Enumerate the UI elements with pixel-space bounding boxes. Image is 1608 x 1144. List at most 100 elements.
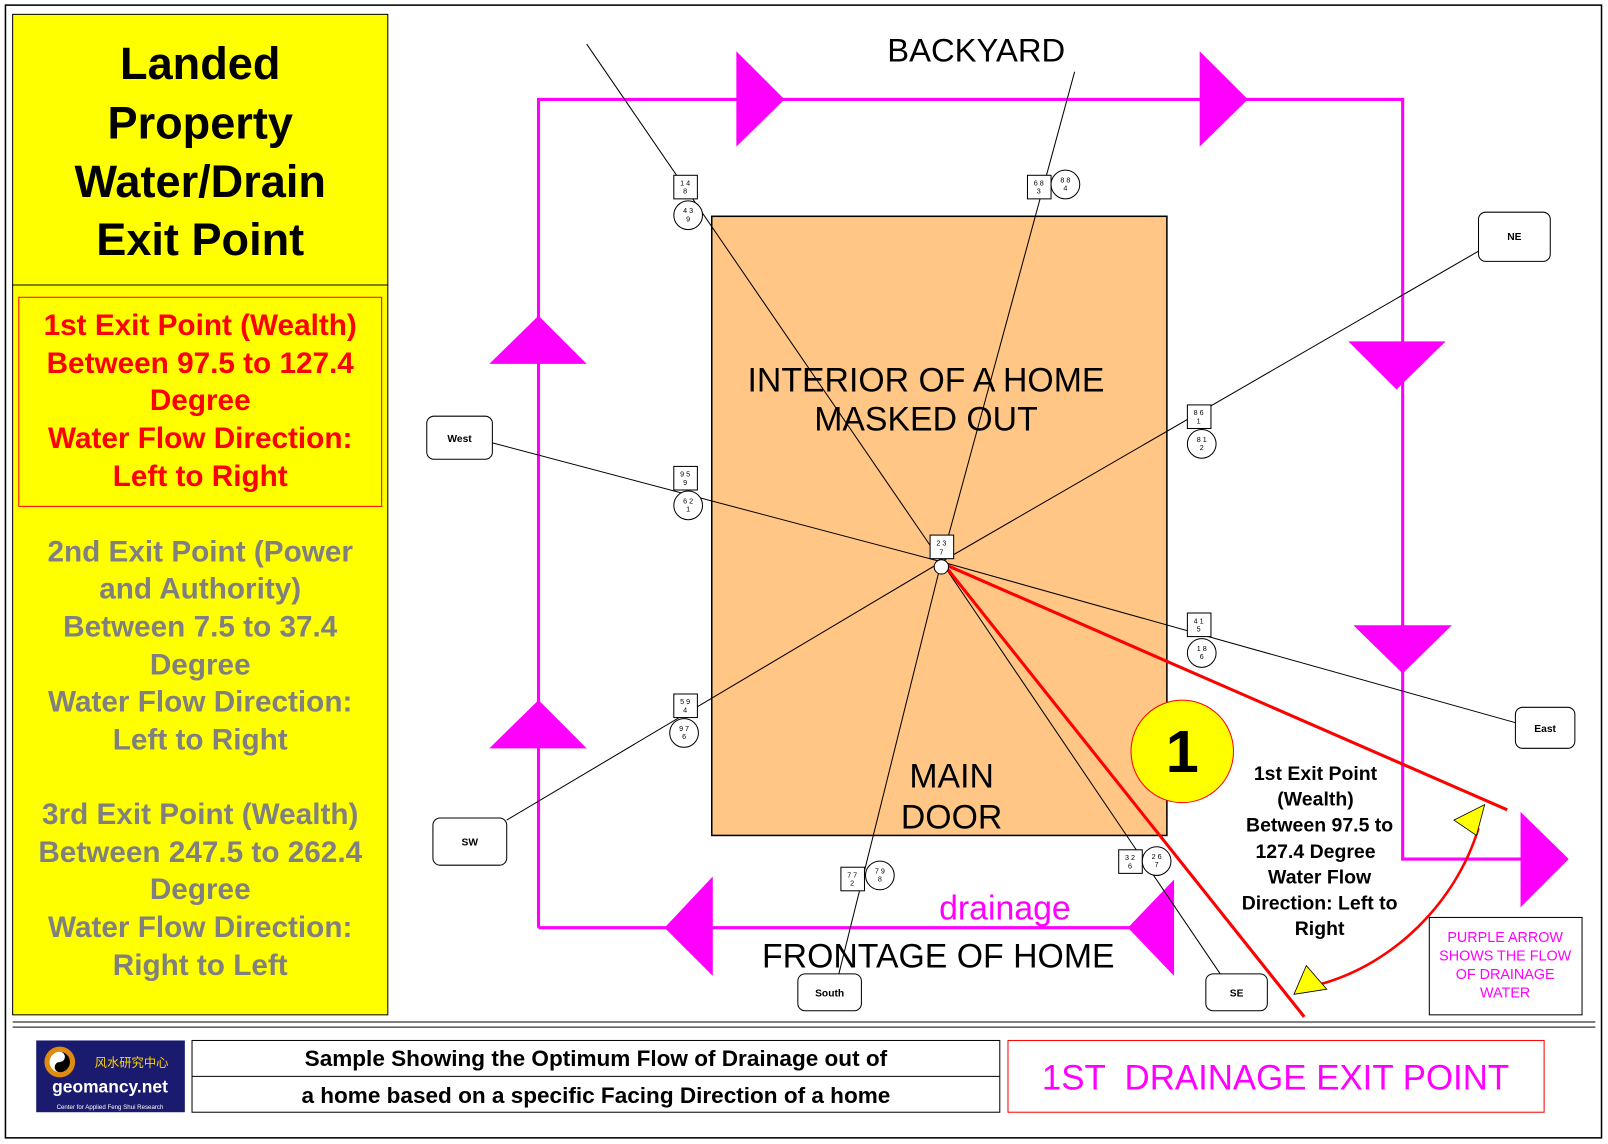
svg-text:1: 1 — [1197, 417, 1201, 425]
svg-text:5: 5 — [1197, 625, 1201, 633]
svg-text:3 2: 3 2 — [1125, 854, 1135, 862]
interior-label: MASKED OUT — [814, 401, 1038, 439]
drainage-label: drainage — [939, 890, 1071, 928]
direction-west: West — [447, 434, 472, 445]
svg-text:1 4: 1 4 — [680, 180, 690, 188]
direction-east: East — [1534, 724, 1556, 735]
svg-text:7: 7 — [939, 549, 943, 557]
exit-note-line: Direction: Left to — [1242, 892, 1398, 914]
direction-lines — [492, 43, 1516, 975]
exit-note-line: Between 97.5 to — [1246, 814, 1393, 836]
panel-title: Landed Property Water/Drain Exit Point — [75, 38, 326, 265]
svg-text:7 7: 7 7 — [847, 871, 857, 879]
exit3-line: Between 247.5 to 262.4 — [38, 836, 362, 869]
arrow-left-icon — [1127, 879, 1175, 976]
svg-text:2 6: 2 6 — [1152, 853, 1162, 861]
arrow-right-icon — [1199, 51, 1248, 147]
flying-star-charts: 1 48 4 39 6 83 8 84 8 61 8 12 9 59 6 21 … — [669, 169, 1217, 892]
svg-text:4: 4 — [683, 706, 687, 714]
star-square-w: 9 59 — [673, 465, 698, 491]
svg-text:8: 8 — [878, 876, 882, 884]
svg-text:8 6: 8 6 — [1194, 409, 1204, 417]
arrow-right-icon — [1520, 811, 1569, 908]
star-circle-sw: 9 76 — [669, 718, 699, 748]
svg-text:2: 2 — [850, 880, 854, 888]
caption-line: Sample Showing the Optimum Flow of Drain… — [305, 1046, 888, 1071]
legend-line: PURPLE ARROW — [1447, 930, 1563, 946]
svg-text:6 2: 6 2 — [683, 497, 693, 505]
title-line: Property — [107, 97, 292, 148]
direction-sw: SW — [462, 838, 479, 849]
exit-note: 1st Exit Point (Wealth) Between 97.5 to … — [1242, 763, 1398, 940]
exit2-line: and Authority) — [99, 573, 301, 606]
exit3-line: Water Flow Direction: — [48, 911, 352, 944]
star-circle-ne: 8 12 — [1186, 429, 1217, 459]
star-square-ne: 8 61 — [1186, 404, 1212, 429]
star-circle-n: 8 84 — [1050, 169, 1081, 200]
svg-text:2: 2 — [1200, 444, 1204, 452]
star-circle-s: 7 98 — [864, 860, 895, 891]
star-square-n: 6 83 — [1026, 174, 1052, 200]
logo: 风水研究中心 geomancy.net Center for Applied F… — [36, 1040, 185, 1113]
exit-note-line: Right — [1295, 918, 1345, 940]
svg-text:4: 4 — [1063, 185, 1067, 193]
exit-note-line: 1st Exit Point — [1254, 763, 1378, 785]
arc-arrowhead-icon — [1453, 803, 1486, 837]
backyard-label: BACKYARD — [887, 32, 1065, 69]
caption-line: a home based on a specific Facing Direct… — [301, 1083, 890, 1108]
title-line: Exit Point — [96, 214, 304, 265]
exit1-text: 1st Exit Point (Wealth) Between 97.5 to … — [44, 309, 357, 493]
exit1-line: Water Flow Direction: — [48, 422, 352, 455]
exit2-line: 2nd Exit Point (Power — [47, 536, 353, 569]
direction-labels: West NE East SW South SE — [426, 211, 1576, 1012]
logo-chinese: 风水研究中心 — [95, 1055, 169, 1070]
exit2-line: Left to Right — [113, 723, 288, 756]
frontage-label: FRONTAGE OF HOME — [762, 938, 1115, 976]
logo-subtitle: Center for Applied Feng Shui Research — [57, 1104, 164, 1111]
arrow-left-icon — [664, 876, 713, 976]
svg-text:6: 6 — [682, 733, 686, 741]
svg-text:7: 7 — [1155, 861, 1159, 869]
main-door-label: MAIN — [909, 757, 994, 795]
interior-label: INTERIOR OF A HOME — [748, 362, 1105, 400]
svg-text:5 9: 5 9 — [680, 698, 690, 706]
home-interior — [710, 215, 1168, 837]
sector-arc — [1320, 827, 1480, 986]
legend-line: SHOWS THE FLOW — [1439, 949, 1571, 965]
svg-text:6: 6 — [1200, 653, 1204, 661]
star-square-nw: 1 48 — [673, 174, 698, 200]
arrow-down-icon — [1348, 341, 1446, 390]
star-square-center: 2 37 — [929, 534, 955, 560]
exit2-text: 2nd Exit Point (Power and Authority) Bet… — [47, 536, 353, 757]
star-square-sw: 5 94 — [673, 693, 698, 719]
title-line: Landed — [120, 38, 280, 89]
svg-text:8 1: 8 1 — [1197, 436, 1207, 444]
exit2-line: Water Flow Direction: — [48, 685, 352, 718]
exit2-line: Between 7.5 to 37.4 — [63, 611, 338, 644]
banner-title: 1ST DRAINAGE EXIT POINT — [1042, 1059, 1509, 1098]
exit1-line: 1st Exit Point (Wealth) — [44, 309, 357, 342]
exit3-line: Right to Left — [113, 949, 288, 982]
title-line: Water/Drain — [75, 156, 326, 207]
exit3-text: 3rd Exit Point (Wealth) Between 247.5 to… — [38, 798, 362, 982]
star-circle-nw: 4 39 — [673, 200, 704, 231]
exit3-line: Degree — [150, 873, 251, 906]
svg-text:8: 8 — [683, 188, 687, 196]
svg-text:9 5: 9 5 — [680, 471, 690, 479]
arrow-right-icon — [736, 51, 785, 147]
exit1-line: Between 97.5 to 127.4 — [47, 347, 355, 380]
logo-text: geomancy.net — [52, 1077, 168, 1097]
star-square-e: 4 15 — [1186, 612, 1212, 638]
direction-south: South — [815, 988, 844, 999]
direction-ne: NE — [1507, 232, 1521, 243]
exit-marker-number: 1 — [1166, 718, 1199, 785]
flow-arrows — [489, 51, 1569, 976]
svg-text:1 8: 1 8 — [1197, 645, 1207, 653]
exit-marker — [1130, 699, 1235, 804]
title-panel — [12, 13, 389, 1016]
svg-text:8 8: 8 8 — [1060, 176, 1070, 184]
exit1-line: Left to Right — [113, 460, 288, 493]
star-circle-center — [933, 559, 950, 575]
svg-text:9: 9 — [686, 215, 690, 223]
